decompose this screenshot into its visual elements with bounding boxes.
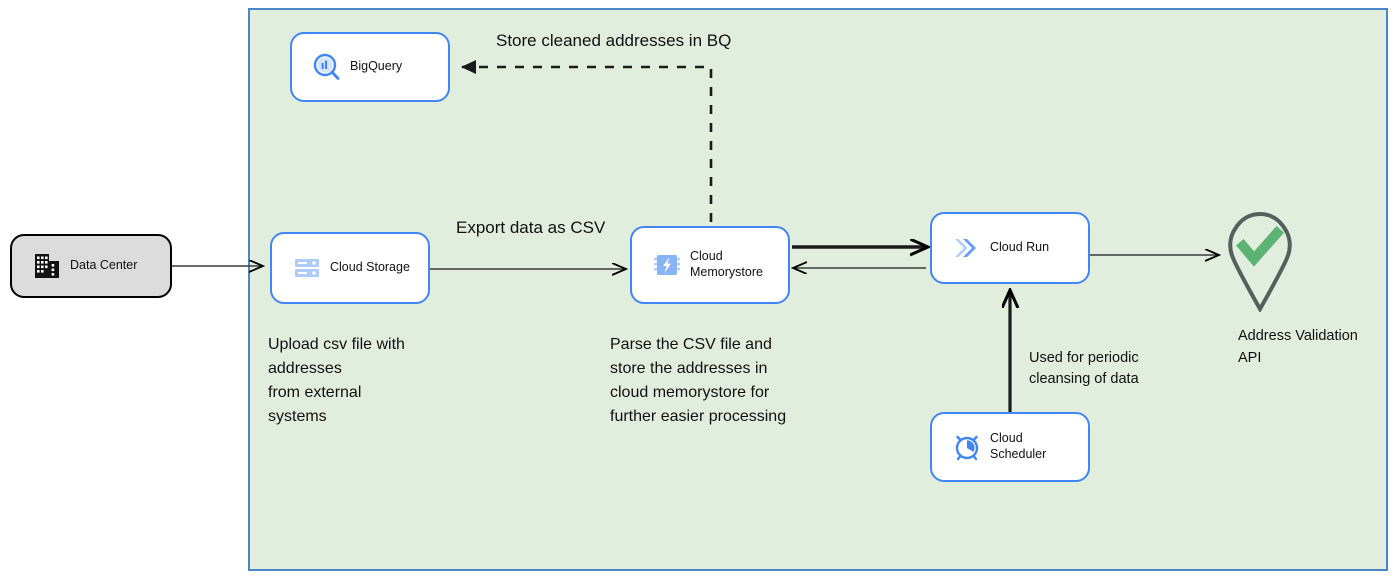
node-data-center[interactable]: Data Center — [10, 234, 172, 298]
node-cloud-memorystore[interactable]: Cloud Memorystore — [630, 226, 790, 304]
cloud-run-icon — [950, 231, 984, 265]
node-label: Cloud Run — [990, 240, 1050, 255]
node-cloud-run[interactable]: Cloud Run — [930, 212, 1090, 284]
edge-label-store-in-bq: Store cleaned addresses in BQ — [496, 31, 732, 50]
caption-parse-csv: Parse the CSV file and store the address… — [610, 336, 787, 425]
cloud-scheduler-icon — [950, 430, 984, 464]
node-label: Cloud Storage — [330, 260, 410, 275]
caption-upload-csv: Upload csv file with addresses from exte… — [268, 336, 405, 425]
node-label: BigQuery — [350, 59, 403, 74]
node-label: Data Center — [70, 258, 138, 273]
edge-label-export-csv: Export data as CSV — [456, 218, 606, 237]
cloud-memorystore-icon — [650, 248, 684, 282]
node-cloud-storage[interactable]: Cloud Storage — [270, 232, 430, 304]
node-cloud-scheduler[interactable]: Cloud Scheduler — [930, 412, 1090, 482]
bigquery-icon — [310, 50, 344, 84]
node-label: Cloud Scheduler — [990, 431, 1047, 461]
cloud-storage-icon — [290, 251, 324, 285]
edge-label-periodic-cleansing: Used for periodic cleansing of data — [1029, 350, 1139, 388]
node-bigquery[interactable]: BigQuery — [290, 32, 450, 102]
building-icon — [30, 249, 64, 283]
map-pin-check-icon — [1222, 208, 1298, 314]
node-label: Cloud Memorystore — [690, 249, 763, 279]
address-validation-api-label: Address Validation API — [1238, 328, 1358, 366]
